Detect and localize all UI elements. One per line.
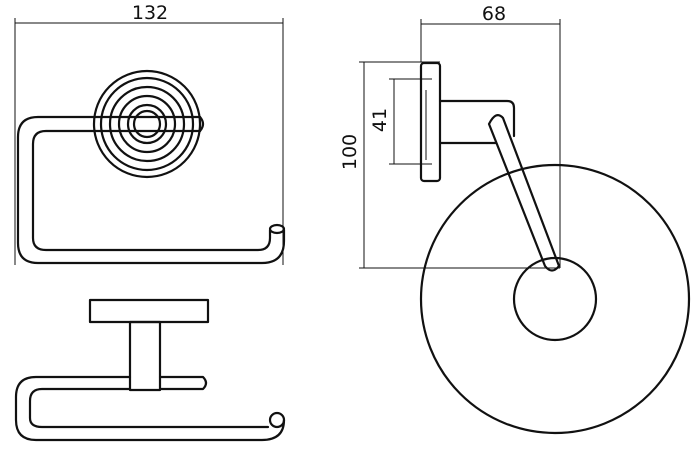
wall-plate	[88, 298, 210, 324]
dimension-depth-label: 68	[482, 3, 506, 25]
dimension-width-label: 132	[132, 2, 168, 24]
side-view: 68 100 41	[339, 3, 691, 435]
mount-post	[128, 320, 162, 392]
dimension-mount-label: 41	[369, 108, 391, 132]
dimension-height: 100	[339, 61, 560, 269]
dimension-depth: 68	[420, 3, 561, 268]
paper-roll	[419, 163, 691, 435]
side-arm-rod	[487, 114, 561, 272]
dimension-height-label: 100	[339, 134, 361, 170]
side-bracket	[438, 99, 516, 145]
dimension-mount: 41	[369, 78, 432, 165]
dimension-width: 132	[14, 2, 284, 265]
side-wall-plate	[419, 61, 442, 183]
top-view	[14, 298, 286, 442]
paper-holder-arm	[16, 115, 286, 265]
front-view: 132	[14, 2, 286, 265]
wall-rosette	[92, 69, 202, 179]
